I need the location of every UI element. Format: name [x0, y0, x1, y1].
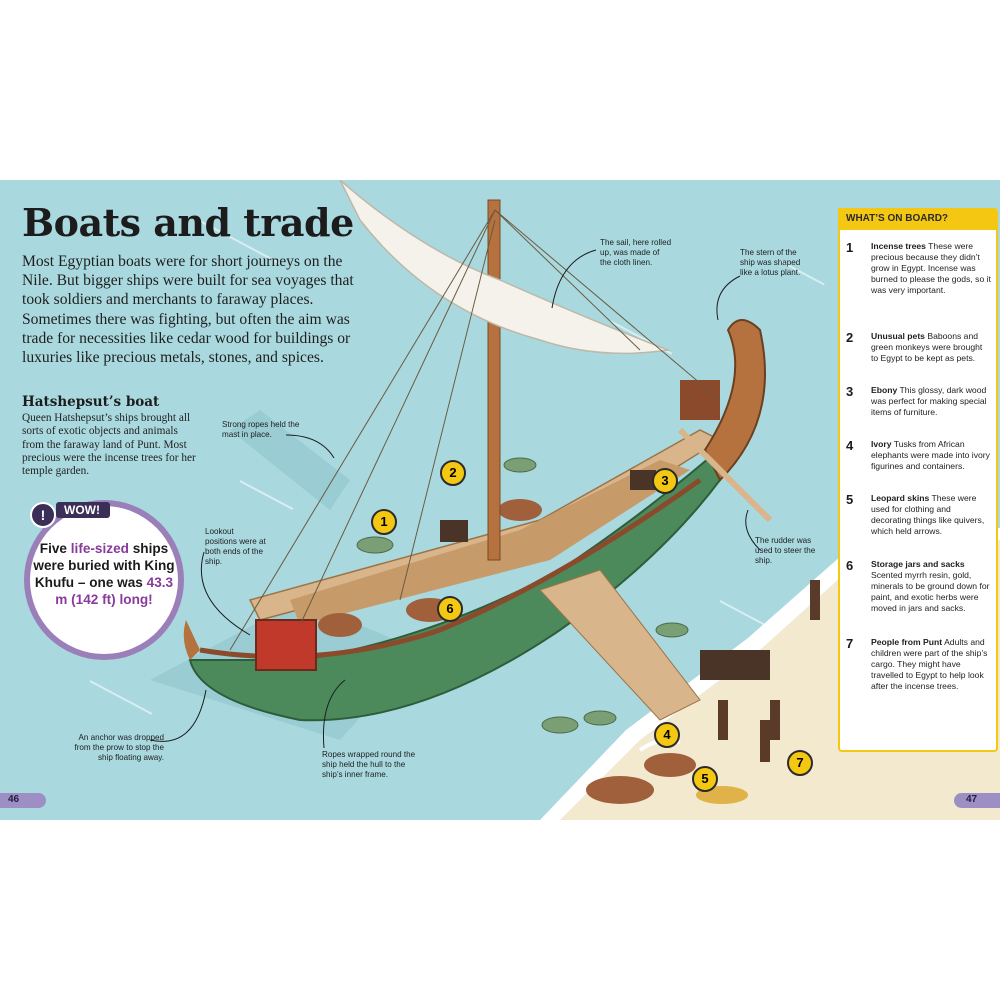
intro-paragraph: Most Egyptian boats were for short journ… [22, 253, 354, 367]
rigging [229, 209, 721, 651]
item-text: Ebony This glossy, dark wood was perfect… [871, 385, 991, 418]
panel-header [838, 208, 996, 230]
item-name: Unusual pets [871, 331, 925, 341]
cargo-sack [498, 499, 542, 521]
callout-ropes-mast: Strong ropes held the mast in place. [222, 420, 300, 439]
item-description: This glossy, dark wood was perfect for m… [871, 385, 987, 417]
people-from-punt [718, 580, 820, 762]
wow-text-a: Five [39, 541, 71, 556]
book-spread: 1 2 3 4 5 6 7 Boats and trade Most Egypt… [0, 180, 1000, 820]
bow-lookout [255, 619, 317, 671]
rudder [677, 427, 773, 523]
rolled-sail [339, 180, 671, 355]
item-text: People from Punt Adults and children wer… [871, 637, 991, 692]
item-description: These were used for clothing and decorat… [871, 493, 985, 536]
item-number: 7 [846, 636, 854, 651]
item-number: 3 [846, 384, 854, 399]
cargo-sack [644, 753, 696, 777]
callout-lookout: Lookout positions were at both ends of t… [205, 527, 266, 566]
whats-on-board-panel [838, 208, 998, 752]
incense-trees [356, 457, 689, 734]
marker-3: 3 [652, 468, 678, 494]
item-text: Unusual pets Baboons and green monkeys w… [871, 331, 991, 364]
wow-fact: Five life-sized ships were buried with K… [30, 540, 178, 608]
item-text: Leopard skins These were used for clothi… [871, 493, 991, 537]
marker-2: 2 [440, 460, 466, 486]
callout-anchor: An anchor was dropped from the prow to s… [74, 733, 164, 762]
stern-lookout [680, 380, 720, 420]
cargo-crate [700, 650, 770, 680]
callout-ropes-hull: Ropes wrapped round the ship held the hu… [322, 750, 416, 779]
cargo-sack [586, 776, 654, 804]
item-number: 5 [846, 492, 854, 507]
ship-prow [183, 620, 200, 660]
item-name: Incense trees [871, 241, 926, 251]
panel-title: WHAT’S ON BOARD? [846, 213, 949, 224]
exclamation-icon: ! [30, 502, 56, 528]
page-tab-right [954, 793, 1000, 808]
item-name: People from Punt [871, 637, 943, 647]
lotus-stern [703, 319, 766, 482]
item-number: 2 [846, 330, 854, 345]
page-title: Boats and trade [22, 200, 354, 245]
callout-stern: The stern of the ship was shaped like a … [740, 248, 801, 277]
item-description: Baboons and green monkeys were brought t… [871, 331, 983, 363]
wow-text-d: 43.3 m (142 ft) long! [55, 575, 174, 607]
shore-foam [520, 528, 1000, 820]
marker-1: 1 [371, 509, 397, 535]
page-tab-left [0, 793, 46, 808]
wow-text-c: ships were buried with King Khufu – one … [33, 541, 175, 590]
item-number: 1 [846, 240, 854, 255]
cargo-crate [440, 520, 468, 542]
item-number: 4 [846, 438, 854, 453]
item-name: Ivory [871, 439, 892, 449]
gangplank [539, 569, 701, 721]
ship-mast [487, 199, 501, 561]
wow-inner [30, 506, 178, 654]
ship-hull [188, 437, 732, 722]
hatshepsut-text: Queen Hatshepsut’s ships brought all sor… [22, 412, 196, 478]
hatshepsut-heading: Hatshepsut’s boat [22, 394, 160, 410]
item-description: These were precious because they didn’t … [871, 241, 991, 295]
page-number-right: 47 [966, 794, 978, 805]
marker-7: 7 [787, 750, 813, 776]
cargo-sack [318, 613, 362, 637]
marker-5: 5 [692, 766, 718, 792]
wow-label: WOW! [56, 502, 110, 518]
item-text: Ivory Tusks from African elephants were … [871, 439, 991, 472]
item-name: Ebony [871, 385, 898, 395]
item-text: Storage jars and sacks Scented myrrh res… [871, 559, 991, 614]
item-name: Leopard skins [871, 493, 930, 503]
cargo-crate [630, 470, 656, 490]
wow-text-b: life-sized [70, 541, 129, 556]
mast-shadow [230, 410, 350, 510]
callout-leaders [149, 249, 761, 749]
item-description: Scented myrrh resin, gold, minerals to b… [871, 570, 990, 613]
marker-4: 4 [654, 722, 680, 748]
page-number-left: 46 [8, 794, 20, 805]
item-name: Storage jars and sacks [871, 559, 965, 569]
item-description: Adults and children were part of the shi… [871, 637, 988, 691]
item-number: 6 [846, 558, 854, 573]
marker-6: 6 [437, 596, 463, 622]
item-description: Tusks from African elephants were made i… [871, 439, 990, 471]
item-text: Incense trees These were precious becaus… [871, 241, 991, 296]
callout-sail: The sail, here rolled up, was made of th… [600, 238, 672, 267]
callout-rudder: The rudder was used to steer the ship. [755, 536, 816, 565]
